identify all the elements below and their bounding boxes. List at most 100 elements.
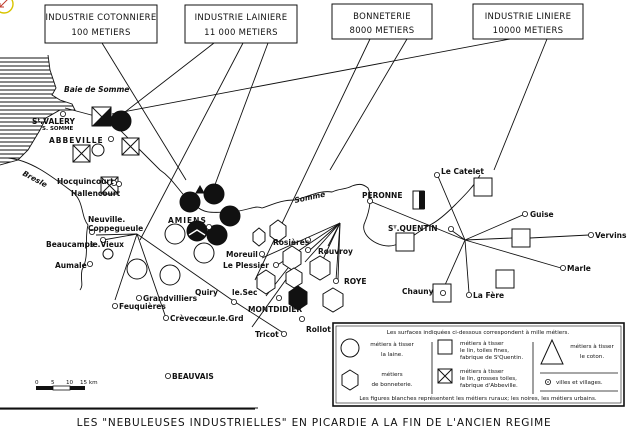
label-moreuil: Moreuil: [226, 250, 258, 259]
scale-tick: 10: [66, 380, 74, 386]
hosiery-hexagon: [282, 245, 302, 271]
legend-text: métiers à tisser: [460, 340, 504, 347]
label-montdidier: MONTDIDIER: [248, 305, 302, 314]
wool-circle-urban: [203, 183, 225, 205]
label-vervins: Vervins: [595, 231, 627, 240]
hosiery-hexagon: [269, 219, 287, 243]
wool-circle-rural: [164, 223, 186, 245]
legend-text: la laine.: [381, 352, 403, 358]
wool-circle-urban: [206, 224, 228, 246]
linen-square: [395, 232, 415, 252]
legend-text: métiers à tisser: [460, 368, 504, 375]
label-rosieres: Rosières: [273, 238, 310, 247]
linen-square: [511, 228, 531, 248]
wool-circle-urban: [110, 110, 132, 132]
label-st-quentin: Sᵀ.QUENTIN: [388, 224, 438, 233]
hosiery-hexagon: [285, 267, 303, 289]
label-chauny: Chauny: [402, 287, 434, 296]
corner-stamp-icon: [0, 0, 14, 14]
legend-text: fabrique de SᵗQuentin.: [460, 354, 523, 361]
wool-circle-urban: [219, 205, 241, 227]
legend-text: fabrique d'Abbeville.: [460, 383, 518, 389]
wool-circle-rural: [159, 264, 181, 286]
label-quiry: Quiry: [195, 288, 218, 297]
label-beauvais: BEAUVAIS: [172, 372, 214, 381]
legend-footer: Les figures blanches représentent les mé…: [359, 395, 596, 402]
scale-tick: 5: [51, 380, 55, 386]
label-hocquincourt: Hocquincourt: [57, 177, 114, 186]
hosiery-hexagon: [256, 269, 276, 295]
industry-box-wool: INDUSTRIE LAINIERE 11 000 METIERS: [184, 4, 298, 44]
label-st-valery-sub: S. SOMME: [42, 126, 74, 132]
linen-square-x: [72, 144, 91, 163]
label-crevecoeur: Crèvecœur.le.Grd: [170, 314, 243, 323]
legend-hexagon-icon: [341, 369, 359, 391]
label-feuquieres: Feuquières: [119, 302, 166, 311]
wool-circle-rural: [102, 248, 114, 260]
legend-text: villes et villages.: [556, 380, 603, 386]
scale-tick: 0: [35, 380, 39, 386]
label-marle: Marle: [567, 264, 591, 273]
scale-tick: 15 km: [80, 380, 98, 386]
label-la-fere: La Fère: [473, 291, 504, 300]
label-st-valery: Sᵗ.VALERY: [32, 117, 76, 126]
hosiery-hexagon: [322, 287, 344, 313]
wool-circle-rural: [193, 242, 215, 264]
label-le-vieux: le.Vieux: [90, 240, 124, 249]
label-baie-de-somme: Baie de Somme: [64, 85, 129, 94]
legend-triangle-icon: [540, 338, 564, 365]
label-grandvilliers: Grandvilliers: [143, 294, 198, 303]
label-rouvroy: Rouvroy: [318, 247, 353, 256]
industry-count: 8000 METIERS: [349, 26, 414, 36]
label-roye: ROYE: [344, 277, 366, 286]
wool-circle-urban: [186, 220, 208, 242]
legend-text: de bonneterie.: [372, 382, 413, 388]
cotton-triangle: [195, 184, 205, 194]
legend-text: métiers à tisser: [570, 343, 614, 350]
town-markers: [60, 111, 595, 379]
linen-square: [495, 269, 515, 289]
industry-count: 100 METIERS: [71, 28, 130, 38]
bresle-river: [7, 157, 89, 291]
label-le-sec: le.Sec: [232, 288, 257, 297]
legend-header: Les surfaces indiquées ci-dessous corres…: [387, 329, 570, 336]
industry-name: INDUSTRIE COTONNIERE: [45, 13, 156, 23]
symbols-amiens: [102, 183, 241, 286]
label-rollot: Rollot: [306, 325, 331, 334]
industry-count: 11 000 METIERS: [204, 28, 278, 38]
legend-text: métiers à tisser: [370, 341, 414, 348]
hosiery-hexagon: [252, 227, 266, 247]
label-peronne: PERONNE: [362, 191, 402, 200]
label-tricot: Tricot: [255, 330, 279, 339]
label-le-catelet: Le Catelet: [441, 167, 484, 176]
connector-lines: [95, 38, 590, 335]
industry-name: INDUSTRIE LAINIERE: [195, 13, 288, 23]
industry-count: 10000 METIERS: [493, 26, 564, 36]
place-labels: Baie de Somme Sᵗ.VALERY S. SOMME ABBEVIL…: [21, 85, 627, 381]
label-coppegueule: Coppegueule: [88, 224, 143, 233]
symbols-abbeville: [72, 106, 140, 195]
linen-square-x: [121, 137, 140, 156]
label-beaucamps: Beaucamps: [46, 240, 95, 249]
industry-name: BONNETERIE: [353, 12, 411, 22]
label-abbeville: ABBEVILLE: [49, 136, 104, 145]
industry-name: INDUSTRIE LINIERE: [485, 12, 572, 22]
label-somme: Somme: [294, 190, 326, 205]
label-hallencourt: Hallencourt: [71, 189, 121, 198]
legend-text: le coton.: [580, 354, 604, 360]
symbols-hosiery: [252, 219, 344, 313]
linen-square: [473, 177, 493, 197]
hosiery-hexagon-urban: [288, 285, 308, 311]
legend-circle-icon: [340, 338, 360, 358]
label-amiens: AMIENS: [168, 216, 207, 225]
sea-hatching: [0, 54, 76, 166]
label-le-plessier: Le Plessier: [223, 261, 269, 270]
industry-box-hosiery: BONNETERIE 8000 METIERS: [331, 3, 433, 40]
label-guise: Guise: [530, 210, 554, 219]
map-title: LES "NEBULEUSES INDUSTRIELLES" EN PICARD…: [77, 417, 552, 429]
legend-text: métiers: [381, 371, 402, 378]
legend-text: le lin, grosses toiles,: [460, 376, 517, 382]
industry-box-linen: INDUSTRIE LINIERE 10000 METIERS: [472, 3, 584, 40]
label-aumale: Aumale: [55, 261, 87, 270]
